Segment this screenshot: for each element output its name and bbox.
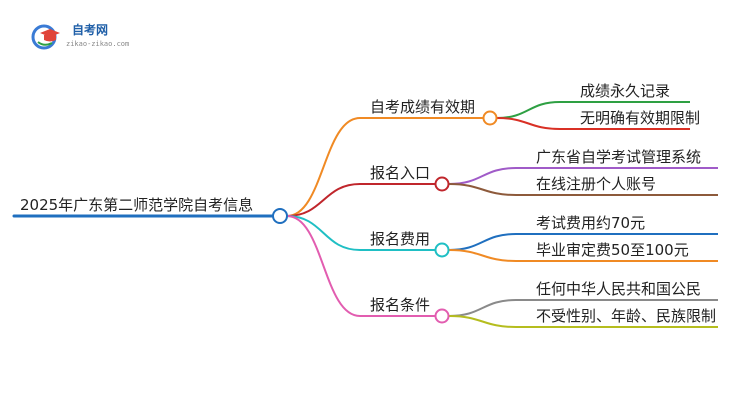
leaf-label: 成绩永久记录 [580, 82, 670, 100]
leaf-link [448, 233, 517, 251]
branch-link [286, 215, 361, 251]
root-node-circle[interactable] [272, 208, 288, 224]
mind-map-links [12, 101, 718, 328]
branch-label: 报名条件 [370, 296, 430, 314]
leaf-label: 毕业审定费50至100元 [536, 241, 689, 259]
leaf-link [448, 249, 517, 262]
leaf-link [448, 183, 517, 196]
leaf-link [448, 299, 517, 317]
leaf-link [448, 315, 517, 328]
branch-label: 自考成绩有效期 [370, 98, 475, 116]
branch-node-circle[interactable] [434, 308, 450, 324]
graduation-cap-icon [31, 24, 60, 50]
logo-name: 自考网 [72, 23, 109, 37]
root-label: 2025年广东第二师范学院自考信息 [20, 196, 253, 214]
leaf-label: 任何中华人民共和国公民 [536, 280, 701, 298]
leaf-link [496, 101, 561, 119]
branch-link [286, 183, 361, 217]
leaf-link [496, 117, 561, 130]
mind-map-nodes: 2025年广东第二师范学院自考信息 自考成绩有效期 成绩永久记录无明确有效期限制报名… [20, 82, 716, 325]
branch-node-circle[interactable] [482, 110, 498, 126]
leaf-label: 不受性别、年龄、民族限制 [536, 307, 716, 325]
leaf-link [448, 167, 517, 185]
site-logo[interactable]: 自考网 zikao-zikao.com [30, 20, 150, 52]
branch-label: 报名费用 [370, 230, 430, 248]
branch-label: 报名入口 [370, 164, 430, 182]
logo-url: zikao-zikao.com [66, 40, 130, 48]
branch-link [286, 117, 361, 217]
leaf-label: 无明确有效期限制 [580, 109, 700, 127]
branch-link [286, 215, 361, 317]
branch-node-circle[interactable] [434, 176, 450, 192]
leaf-label: 广东省自学考试管理系统 [536, 148, 701, 166]
leaf-label: 在线注册个人账号 [536, 175, 656, 193]
leaf-label: 考试费用约70元 [536, 214, 645, 232]
branch-node-circle[interactable] [434, 242, 450, 258]
